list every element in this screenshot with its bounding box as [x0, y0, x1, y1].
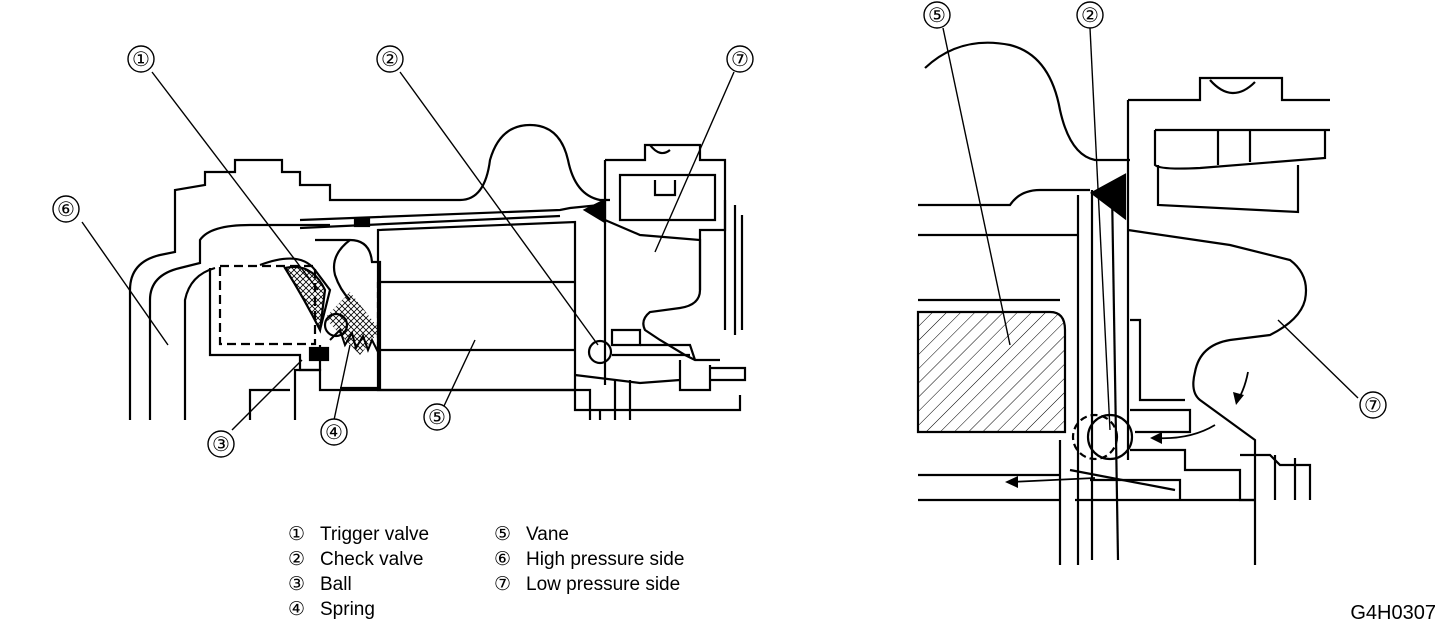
callout-3-left: ③: [207, 430, 235, 458]
figure-code: G4H0307: [1350, 602, 1436, 624]
svg-text:⑦: ⑦: [731, 49, 749, 71]
callout-7-left: ⑦: [726, 45, 754, 73]
legend-item-vane: ⑤ Vane: [494, 522, 684, 547]
svg-text:⑥: ⑥: [57, 199, 75, 221]
callout-1-left: ①: [127, 45, 155, 73]
legend-item-high-pressure-side: ⑥ High pressure side: [494, 547, 684, 572]
svg-text:②: ②: [1081, 5, 1099, 27]
left-leader-lines: [81, 71, 735, 431]
legend-label: Trigger valve: [320, 524, 430, 545]
svg-text:②: ②: [381, 49, 399, 71]
callout-2-right: ②: [1076, 1, 1104, 29]
vane-right: [916, 310, 1067, 434]
callout-4-left: ④: [320, 418, 348, 446]
legend-item-trigger-valve: ① Trigger valve: [288, 522, 429, 547]
legend-item-spring: ④ Spring: [288, 597, 429, 622]
upper-housing-right: [1128, 76, 1330, 102]
callout-6-left: ⑥: [52, 195, 80, 223]
legend-item-check-valve: ② Check valve: [288, 547, 429, 572]
svg-text:①: ①: [132, 49, 150, 71]
weld-marker-right: [1089, 173, 1127, 221]
callout-5-left: ⑤: [423, 403, 451, 431]
legend-label: Vane: [526, 524, 569, 545]
svg-text:⑦: ⑦: [1364, 395, 1382, 417]
svg-text:⑤: ⑤: [428, 407, 446, 429]
right-callouts: ⑤ ② ⑦: [923, 1, 1387, 419]
vane-left: [376, 220, 577, 392]
legend-number: ③: [288, 574, 306, 595]
legend-label: High pressure side: [526, 549, 685, 570]
left-cross-section: [128, 123, 747, 420]
legend-item-low-pressure-side: ⑦ Low pressure side: [494, 572, 684, 597]
legend-right-column: ⑤ Vane ⑥ High pressure side ⑦ Low pressure …: [494, 522, 684, 597]
left-callouts: ① ② ⑦ ⑥ ③ ④ ⑤: [52, 45, 754, 458]
housing-outline: [128, 123, 610, 420]
legend-label: Low pressure side: [526, 574, 681, 595]
legend-number: ⑤: [494, 524, 512, 545]
weld-marker-left: [582, 198, 607, 224]
legend-left-column: ① Trigger valve ② Check valve ③ Ball ④ Sprin…: [288, 522, 429, 622]
callout-2-left: ②: [376, 45, 404, 73]
low-pressure-housing: [605, 143, 727, 362]
legend-number: ②: [288, 549, 306, 570]
check-valve-ball-left: [587, 339, 613, 365]
svg-text:④: ④: [325, 422, 343, 444]
legend-label: Check valve: [320, 549, 424, 570]
legend-number: ⑦: [494, 574, 512, 595]
right-leader-lines: [942, 27, 1359, 431]
legend-label: Spring: [320, 599, 375, 620]
svg-text:⑤: ⑤: [928, 5, 946, 27]
legend-label: Ball: [320, 574, 352, 595]
check-valve-ball-right: [1086, 413, 1134, 461]
legend-number: ⑥: [494, 549, 512, 570]
callout-7-right: ⑦: [1359, 391, 1387, 419]
legend-number: ④: [288, 599, 306, 620]
legend-item-ball: ③ Ball: [288, 572, 429, 597]
callout-5-right: ⑤: [923, 1, 951, 29]
svg-text:③: ③: [212, 434, 230, 456]
flow-arrow-outlet: [1009, 477, 1096, 483]
legend-number: ①: [288, 524, 306, 545]
right-detail-view: [916, 41, 1330, 565]
